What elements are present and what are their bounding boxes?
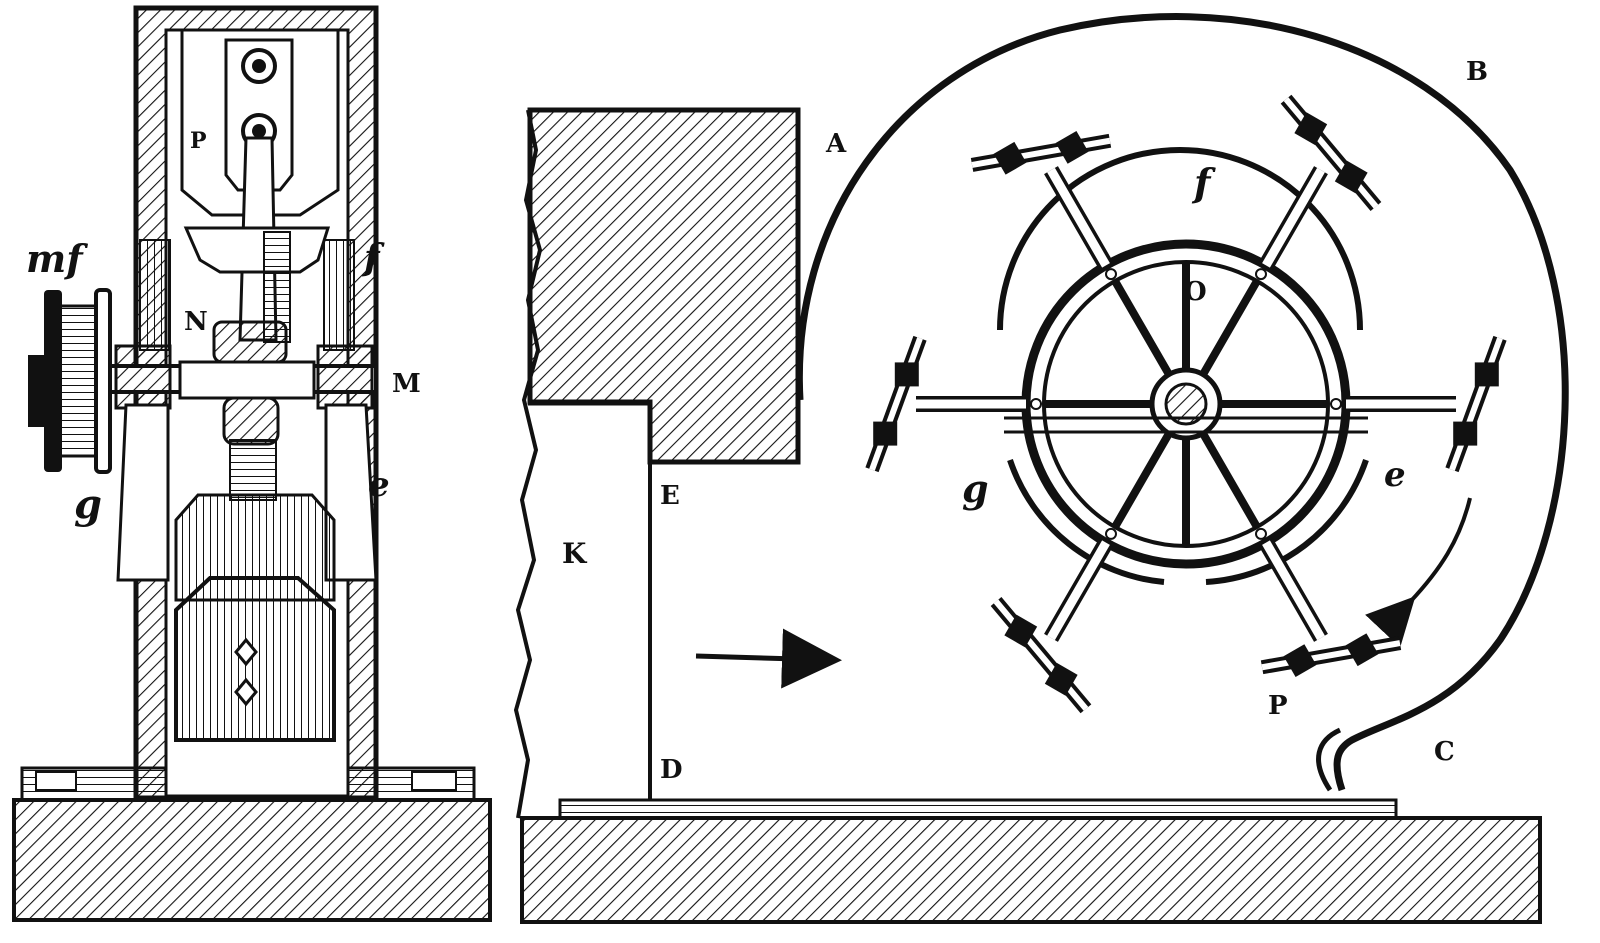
paddle-blade-inner <box>971 137 1111 168</box>
side-base <box>520 816 1542 924</box>
guide-n <box>183 226 331 274</box>
ring-rivet-icon <box>1105 527 1117 540</box>
spoke <box>1111 431 1173 529</box>
paddle-blade-inner <box>993 599 1089 711</box>
wheel-casing <box>795 13 1569 792</box>
wheel-paddles <box>865 94 1507 714</box>
paddle-arm-inner <box>1047 540 1110 641</box>
label-e-side: e <box>1384 455 1406 495</box>
label-f-side: f <box>1191 160 1216 205</box>
spoke <box>1199 279 1261 377</box>
label-b: B <box>1466 57 1488 87</box>
paddle-bolt-icon <box>1294 112 1328 146</box>
ring-rivet-icon <box>1105 268 1117 281</box>
leg-g <box>116 403 170 582</box>
paddle-bolt-icon <box>1474 362 1499 387</box>
paddle-bolt-icon <box>1334 160 1368 194</box>
label-e-front: e <box>368 465 390 505</box>
paddle-arm-inner <box>1262 540 1325 641</box>
label-m: M <box>392 369 421 399</box>
front-view: P N M mf f g e <box>12 5 492 922</box>
paddle-bolt-icon <box>1283 644 1317 677</box>
label-p-side: P <box>1268 691 1288 721</box>
paddle-bolt-icon <box>1004 614 1038 648</box>
wheel-spokes <box>1030 262 1342 546</box>
right-column <box>323 239 355 351</box>
paddle-arm-inner <box>1262 167 1325 268</box>
paddle-arm-inner <box>1047 167 1110 268</box>
paddle-bolt-icon <box>993 141 1027 175</box>
spoke <box>1111 279 1173 377</box>
paddle-bolt-icon <box>1453 421 1478 446</box>
crosshead <box>212 320 288 364</box>
lower-block <box>174 493 336 602</box>
front-base <box>12 798 492 922</box>
label-a: A <box>825 129 847 159</box>
upper-block <box>527 107 801 465</box>
label-e-upper: E <box>660 481 680 511</box>
spoke <box>1199 431 1261 529</box>
label-mf: mf <box>26 236 88 281</box>
paddle-bolt-icon <box>1345 633 1379 667</box>
rotation-arrow-clockwise <box>1365 497 1472 648</box>
paddle-blade-inner <box>1283 97 1379 209</box>
label-d: D <box>660 755 683 785</box>
left-column <box>139 239 171 351</box>
paddle-bolt-icon <box>894 362 919 387</box>
paddle-bolt-icon <box>1055 131 1089 164</box>
label-g-side: g <box>962 466 989 511</box>
ring-rivet-icon <box>1255 268 1267 281</box>
label-p-front: P <box>190 128 207 154</box>
paddle-bolt-icon <box>873 421 898 446</box>
flow-arrow-left <box>695 628 842 689</box>
label-n: N <box>184 307 208 337</box>
ring-rivet-icon <box>1030 398 1042 410</box>
ring-rivet-icon <box>1255 527 1267 540</box>
paddle-blade-inner <box>1449 337 1503 471</box>
ring-rivet-icon <box>1330 398 1342 410</box>
label-c: C <box>1434 737 1455 767</box>
label-g-front: g <box>74 481 102 528</box>
label-f-right-front: f <box>361 237 385 279</box>
paddle-blade-inner <box>869 337 923 471</box>
paddle-bolt-icon <box>1044 662 1078 696</box>
pulley-mf <box>28 288 112 474</box>
side-view: E K D A B C O f g e P <box>513 13 1569 924</box>
paddle-blade-inner <box>1261 640 1401 671</box>
label-k: K <box>562 537 588 570</box>
